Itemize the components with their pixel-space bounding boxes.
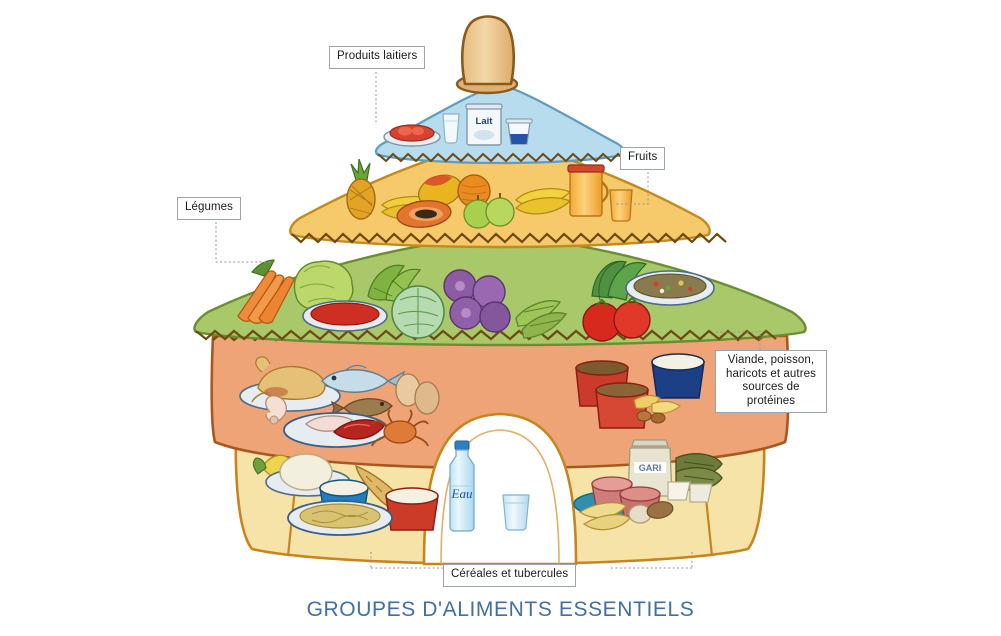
eggs bbox=[395, 373, 440, 415]
cabbage bbox=[391, 285, 445, 339]
foods-vegetables bbox=[237, 259, 715, 342]
leader-lines bbox=[215, 72, 761, 569]
green-apples bbox=[463, 193, 515, 229]
milk-can: Lait bbox=[465, 103, 503, 146]
glass-of-milk bbox=[442, 113, 460, 144]
water-doorway: Eau bbox=[422, 412, 578, 566]
carrots bbox=[237, 259, 295, 324]
orange-fruit bbox=[457, 174, 491, 208]
raw-meat-plate bbox=[283, 412, 389, 448]
water-bottle: Eau bbox=[449, 440, 475, 532]
leader-fruits bbox=[614, 172, 649, 205]
okra bbox=[515, 300, 568, 339]
pineapple bbox=[346, 158, 376, 220]
eggplants bbox=[443, 269, 511, 333]
papaya bbox=[396, 200, 452, 228]
lettuce bbox=[293, 260, 354, 312]
callout-legumes[interactable]: Légumes bbox=[177, 197, 242, 220]
crab bbox=[371, 409, 429, 447]
gari-bag-label: GARI bbox=[639, 463, 662, 473]
pasta-plate bbox=[287, 500, 393, 536]
page-title: GROUPES D'ALIMENTS ESSENTIELS bbox=[306, 598, 695, 621]
callout-proteines[interactable]: Viande, poisson, haricots et autres sour… bbox=[715, 350, 827, 413]
porridge-pot bbox=[385, 487, 439, 531]
milk-bowl bbox=[651, 353, 705, 399]
peanuts-snack bbox=[633, 394, 681, 424]
yams bbox=[578, 501, 674, 531]
foods-protein bbox=[239, 353, 705, 448]
shrimp bbox=[265, 395, 287, 425]
foods-fruits bbox=[346, 158, 633, 229]
yogurt-cup bbox=[505, 118, 533, 145]
tomatoes bbox=[582, 296, 651, 342]
foods-dairy: Lait bbox=[383, 103, 533, 147]
water-glass bbox=[502, 494, 530, 531]
callout-produits-laitiers[interactable]: Produits laitiers bbox=[329, 46, 426, 69]
callout-fruits[interactable]: Fruits bbox=[620, 147, 666, 170]
foods-cereals-right: GARI bbox=[573, 439, 723, 531]
cassava bbox=[667, 481, 713, 503]
callout-cereales-et-tubercules[interactable]: Céréales et tubercules bbox=[443, 564, 577, 587]
mango bbox=[417, 174, 463, 208]
juice-pitcher bbox=[567, 164, 609, 217]
foods-cereals-left bbox=[252, 453, 439, 536]
tomato-sauce-bowl bbox=[302, 300, 388, 332]
water-bottle-label: Eau bbox=[451, 486, 473, 501]
milk-can-label: Lait bbox=[476, 116, 494, 127]
leader-legumes bbox=[215, 222, 276, 263]
roof-finial bbox=[455, 15, 519, 95]
herb-bunch bbox=[591, 260, 648, 301]
mixed-salad-plate bbox=[625, 270, 715, 306]
juice-glass bbox=[609, 189, 633, 222]
